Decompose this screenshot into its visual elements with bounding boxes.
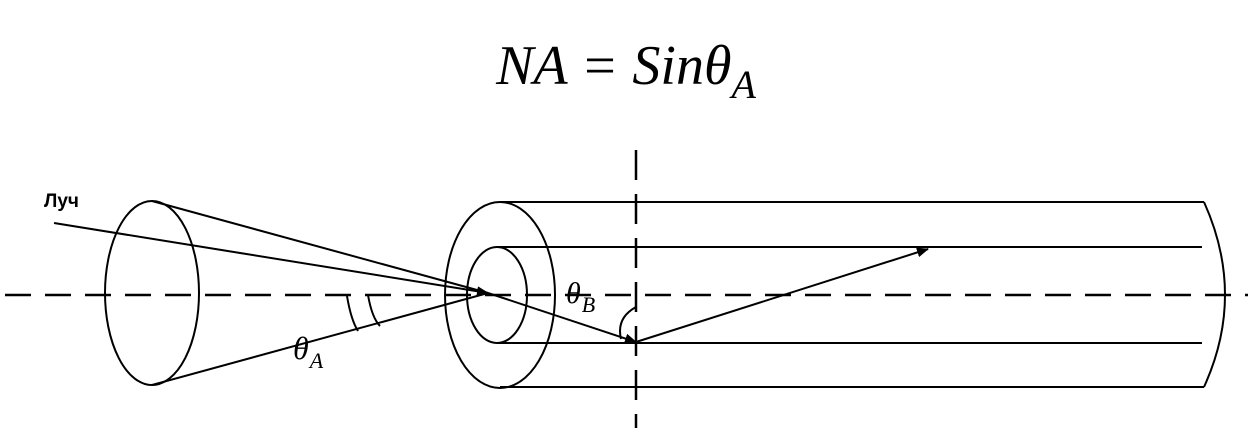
theta-b-subscript: B: [581, 292, 596, 317]
cone-edge-bottom: [151, 292, 489, 386]
cladding-back-face: [1203, 201, 1226, 388]
formula-func: Sin: [632, 35, 704, 97]
formula-equals: =: [566, 35, 633, 97]
acceptance-cone-base: [104, 200, 200, 386]
angle-a-arc-outer: [367, 294, 381, 327]
formula-subscript: A: [731, 62, 756, 107]
theta-b-symbol: θ: [566, 277, 581, 310]
theta-b-label: θB: [566, 277, 595, 316]
theta-a-label: θA: [293, 330, 323, 372]
formula-lhs: NA: [496, 35, 567, 97]
ray-label: Луч: [44, 191, 79, 212]
refracted-ray: [487, 292, 637, 344]
theta-a-subscript: A: [309, 348, 324, 373]
cone-edge-top: [151, 200, 489, 294]
theta-a-symbol: θ: [293, 330, 309, 366]
angle-b-arc: [619, 306, 637, 340]
incident-ray: [53, 222, 489, 297]
formula-symbol: θ: [703, 35, 732, 97]
angle-a-arc-inner: [346, 295, 359, 332]
cladding-front-face: [444, 201, 556, 389]
reflected-ray: [635, 247, 929, 343]
cladding-outline: [500, 201, 1204, 388]
core-outline: [497, 246, 1202, 344]
numerical-aperture-formula: NA = SinθA: [0, 35, 1252, 105]
